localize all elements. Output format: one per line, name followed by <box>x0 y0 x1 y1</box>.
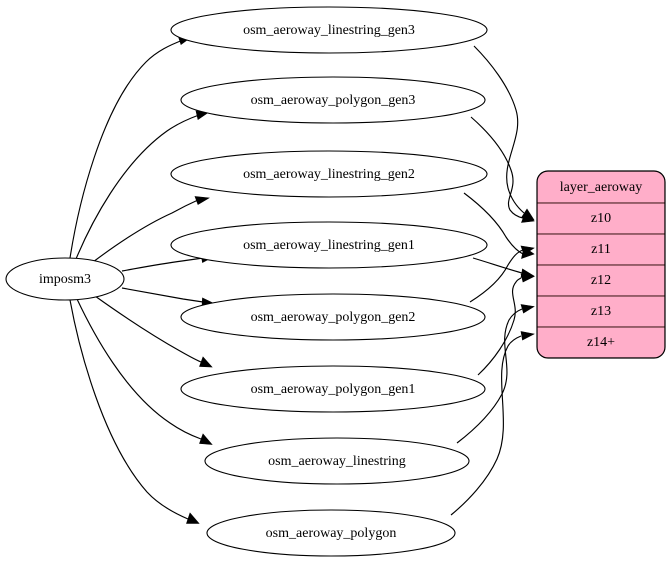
edge-imposm3-to-osm_aeroway_linestring_gen2 <box>92 196 210 263</box>
edge-imposm3-to-osm_aeroway_linestring <box>76 298 213 445</box>
edge-osm_aeroway_linestring_gen3-to-z10 <box>473 45 535 221</box>
table-row-z14plus[interactable] <box>537 326 665 358</box>
node-osm_aeroway_linestring_gen3-label: osm_aeroway_linestring_gen3 <box>243 23 415 38</box>
node-osm_aeroway_polygon_gen1-label: osm_aeroway_polygon_gen1 <box>251 382 416 397</box>
node-imposm3[interactable]: imposm3 <box>5 257 125 301</box>
edge-osm_aeroway_polygon_gen2-to-z11 <box>469 245 535 303</box>
table-row-label-z11: z11 <box>591 242 611 257</box>
table-row-label-z10: z10 <box>591 211 611 226</box>
edge-osm_aeroway_polygon-to-z14plus <box>450 331 535 516</box>
node-osm_aeroway_polygon_gen2[interactable]: osm_aeroway_polygon_gen2 <box>180 293 486 341</box>
table-row-label-z13: z13 <box>591 304 611 319</box>
node-osm_aeroway_polygon_gen2-label: osm_aeroway_polygon_gen2 <box>251 310 416 325</box>
table-border <box>536 170 666 359</box>
edge-imposm3-to-osm_aeroway_linestring_gen3 <box>69 36 193 259</box>
node-osm_aeroway_linestring_gen2-label: osm_aeroway_linestring_gen2 <box>243 167 415 182</box>
node-group-intermediate: osm_aeroway_linestring_gen3 osm_aeroway_… <box>170 6 488 557</box>
edge-imposm3-to-osm_aeroway_polygon_gen1 <box>94 295 213 368</box>
table-header-label: layer_aeroway <box>560 180 642 195</box>
node-layer_aeroway-table[interactable]: layer_aeroway z10 z11 z12 z13 z14+ <box>536 170 666 359</box>
edge-group-nodes-to-table <box>450 45 535 516</box>
node-osm_aeroway_polygon_gen3-label: osm_aeroway_polygon_gen3 <box>251 93 416 108</box>
edge-osm_aeroway_linestring-to-z13 <box>456 304 535 444</box>
node-osm_aeroway_linestring_gen1[interactable]: osm_aeroway_linestring_gen1 <box>170 221 488 269</box>
node-osm_aeroway_polygon[interactable]: osm_aeroway_polygon <box>206 509 456 557</box>
table-row-z12[interactable] <box>537 264 665 297</box>
table-row-z10[interactable] <box>537 202 665 235</box>
table-row-label-z14plus: z14+ <box>587 335 615 350</box>
edge-imposm3-to-osm_aeroway_polygon <box>69 299 200 524</box>
node-osm_aeroway_linestring[interactable]: osm_aeroway_linestring <box>204 437 470 485</box>
edge-imposm3-to-osm_aeroway_polygon_gen2 <box>121 287 215 307</box>
table-header-cell <box>537 171 665 204</box>
node-osm_aeroway_polygon_gen1[interactable]: osm_aeroway_polygon_gen1 <box>180 365 486 413</box>
node-osm_aeroway_polygon-label: osm_aeroway_polygon <box>266 526 397 541</box>
node-osm_aeroway_linestring_gen2[interactable]: osm_aeroway_linestring_gen2 <box>170 150 488 198</box>
node-imposm3-label: imposm3 <box>39 272 91 287</box>
edge-osm_aeroway_polygon_gen3-to-z10 <box>470 116 535 223</box>
node-osm_aeroway_linestring_gen3[interactable]: osm_aeroway_linestring_gen3 <box>170 6 488 54</box>
node-osm_aeroway_linestring-label: osm_aeroway_linestring <box>268 454 406 469</box>
node-osm_aeroway_linestring_gen1-label: osm_aeroway_linestring_gen1 <box>243 238 415 253</box>
edge-osm_aeroway_polygon_gen1-to-z12 <box>477 273 535 376</box>
node-osm_aeroway_polygon_gen3[interactable]: osm_aeroway_polygon_gen3 <box>180 76 486 124</box>
table-row-label-z12: z12 <box>591 273 611 288</box>
